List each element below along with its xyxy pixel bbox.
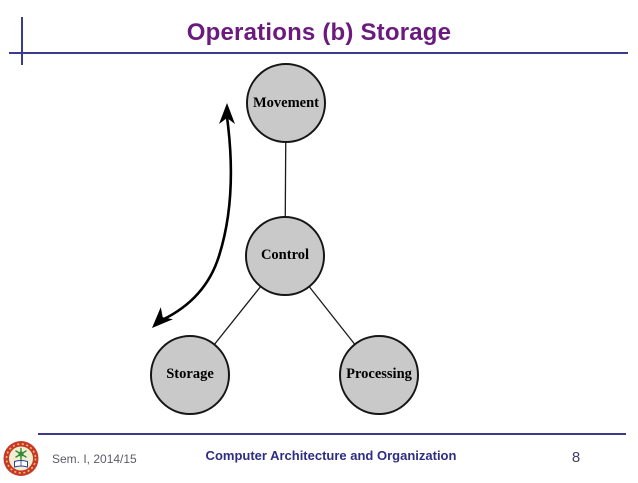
node-circle-processing [339,335,419,415]
node-circle-control [245,216,325,296]
university-seal-icon [3,441,39,476]
node-processing: Processing [339,335,419,415]
node-storage: Storage [150,335,230,415]
node-movement: Movement [246,63,326,143]
node-control: Control [245,216,325,296]
arrow-head-down-icon [152,307,173,328]
footer-course-title: Computer Architecture and Organization [205,448,457,463]
footer-divider [38,433,626,435]
node-circle-storage [150,335,230,415]
bidirectional-arrow [161,116,233,322]
title-accent-tick [21,17,23,65]
title-underline [9,52,628,54]
node-label-movement: Movement [253,95,319,111]
node-label-processing: Processing [346,366,413,382]
footer-course-term: Sem. I, 2014/15 [52,452,137,466]
arrow-head-up-icon [219,103,235,124]
page-title: Operations (b) Storage [186,19,452,46]
university-seal-logo [2,439,40,478]
node-circle-movement [246,63,326,143]
page-number: 8 [571,449,581,466]
node-label-storage: Storage [166,366,214,382]
node-label-control: Control [261,247,309,263]
